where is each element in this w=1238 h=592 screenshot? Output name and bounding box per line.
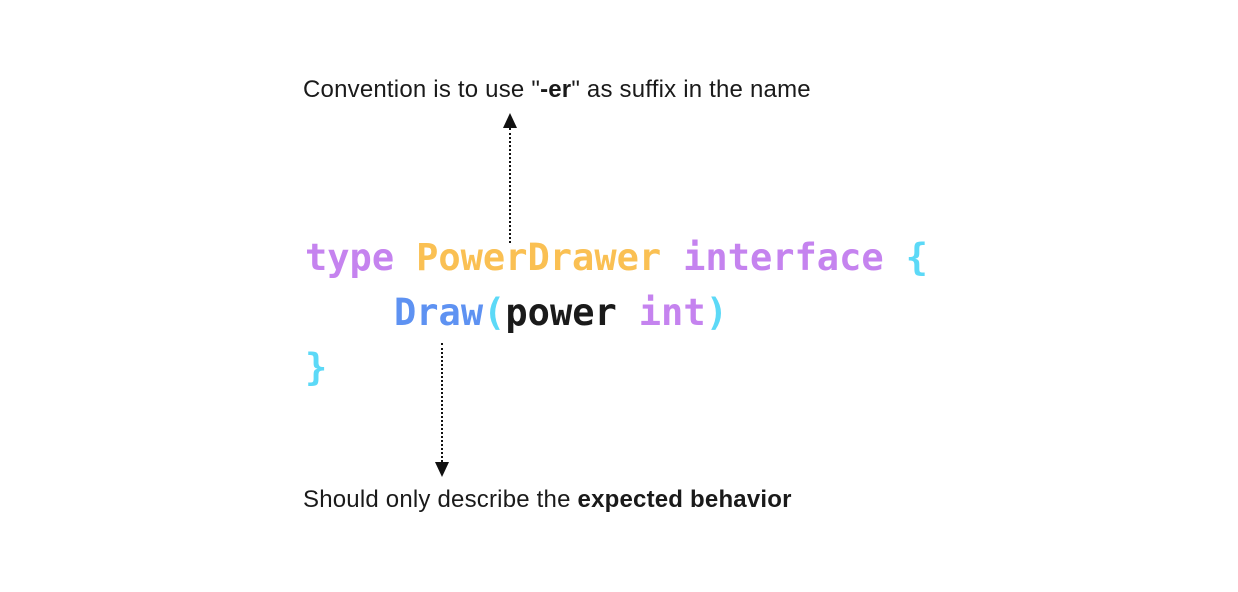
arrow-down-head	[435, 462, 449, 477]
dotted-arrow-up-icon	[502, 113, 518, 243]
bottom-annotation: Should only describe the expected behavi…	[303, 486, 792, 514]
bottom-annotation-prefix: Should only describe the	[303, 486, 578, 513]
method-name-token: Draw	[394, 291, 484, 334]
arrow-up-head	[503, 113, 517, 128]
dotted-arrow-down-icon	[434, 343, 450, 477]
top-annotation: Convention is to use "-er" as suffix in …	[303, 76, 811, 104]
close-brace-token: }	[305, 346, 328, 389]
code-line-1: type PowerDrawer interface {	[305, 230, 928, 285]
code-line-2: Draw(power int)	[305, 285, 928, 340]
code-line-3: }	[305, 340, 928, 395]
open-paren-token: (	[483, 291, 506, 334]
code-block: type PowerDrawer interface { Draw(power int)…	[305, 230, 928, 395]
bottom-annotation-bold: expected behavior	[577, 486, 792, 513]
param-type-token: int	[638, 291, 706, 334]
param-name-token: power	[505, 291, 617, 334]
type-name-token: PowerDrawer	[416, 236, 662, 279]
keyword-type-token: type	[305, 236, 395, 279]
open-brace-token: {	[905, 236, 928, 279]
close-paren-token: )	[705, 291, 728, 334]
top-annotation-prefix: Convention is to use "	[303, 76, 541, 103]
keyword-interface-token: interface	[683, 236, 884, 279]
arrow-up-shaft	[509, 128, 511, 243]
top-annotation-bold: -er	[540, 76, 572, 103]
arrow-down-shaft	[441, 343, 443, 462]
top-annotation-suffix: " as suffix in the name	[571, 76, 811, 103]
